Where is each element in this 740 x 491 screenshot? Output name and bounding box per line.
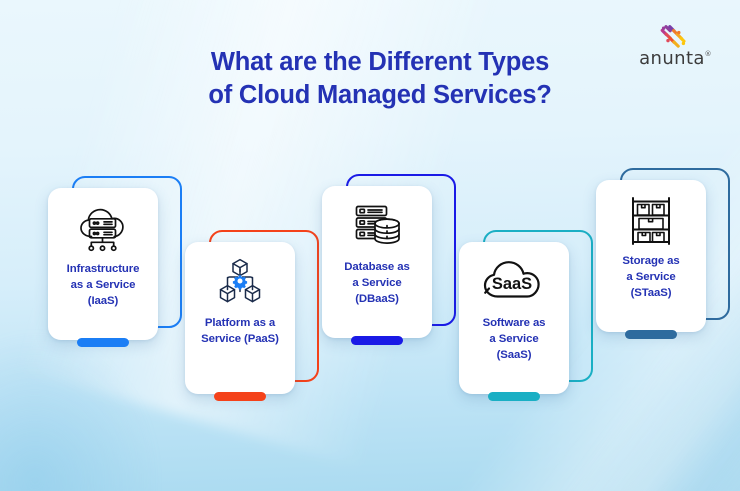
card-label: Infrastructure as a Service (IaaS) (51, 262, 155, 310)
card-label-line-3: (IaaS) (87, 294, 119, 307)
card-label-line-3: (STaaS) (630, 286, 672, 299)
card-label-line-2: a Service (489, 332, 539, 345)
card-label: Software as a Service (SaaS) (462, 316, 566, 364)
database-server-icon (349, 198, 405, 256)
card-surface: Database as a Service (DBaaS) (322, 186, 432, 345)
card-label-line-3: (DBaaS) (355, 292, 399, 305)
card-accent-pill (77, 338, 129, 347)
anunta-wordmark-text: anunta (639, 48, 705, 69)
card-surface: Storage as a Service (STaaS) (596, 180, 706, 339)
card-surface: Platform as a Service (PaaS) (185, 242, 295, 401)
card-label-line-3: (SaaS) (496, 348, 532, 361)
service-card-saas[interactable]: SaaS Software as a Service (SaaS) (459, 230, 593, 412)
card-label-line-1: Database as (344, 261, 410, 273)
card-label-line-1: Platform as a (204, 317, 276, 329)
card-label-line-2: a Service (352, 276, 402, 289)
card-label-line-1: Infrastructure (66, 263, 140, 275)
anunta-wordmark: anunta® (639, 48, 711, 69)
card-label: Storage as a Service (STaaS) (599, 254, 703, 302)
page-title-line-2: of Cloud Managed Services? (208, 81, 552, 110)
card-label-line-2: a Service (626, 270, 676, 283)
card-surface: Infrastructure as a Service (IaaS) (48, 188, 158, 347)
page-title-line-1: What are the Different Types (210, 48, 550, 76)
cloud-icon-text: SaaS (492, 275, 532, 293)
storage-rack-icon (626, 192, 676, 250)
cloud-saas-icon: SaaS (480, 254, 548, 312)
card-label-line-2: Service (PaaS) (201, 332, 279, 345)
card-accent-pill (214, 392, 266, 401)
card-label-line-2: as a Service (70, 278, 136, 291)
page-title: What are the Different Types of Cloud Ma… (120, 46, 640, 112)
card-label: Database as a Service (DBaaS) (325, 260, 429, 308)
anunta-knot-logo-mark (626, 22, 718, 48)
card-surface: SaaS Software as a Service (SaaS) (459, 242, 569, 401)
service-card-dbaas[interactable]: Database as a Service (DBaaS) (322, 174, 456, 356)
service-card-iaas[interactable]: Infrastructure as a Service (IaaS) (48, 176, 182, 358)
card-label-line-1: Storage as (622, 255, 680, 267)
card-accent-pill (488, 392, 540, 401)
service-card-staas[interactable]: Storage as a Service (STaaS) (596, 168, 730, 350)
service-card-paas[interactable]: Platform as a Service (PaaS) (185, 230, 319, 412)
registered-trademark-symbol: ® (704, 50, 712, 58)
anunta-logo: anunta® (626, 22, 718, 69)
card-accent-pill (351, 336, 403, 345)
card-label-line-1: Software as (482, 317, 546, 329)
card-label: Platform as a Service (PaaS) (188, 316, 292, 348)
card-accent-pill (625, 330, 677, 339)
cloud-server-icon (75, 200, 131, 258)
gear-cubes-network-icon (212, 254, 268, 312)
